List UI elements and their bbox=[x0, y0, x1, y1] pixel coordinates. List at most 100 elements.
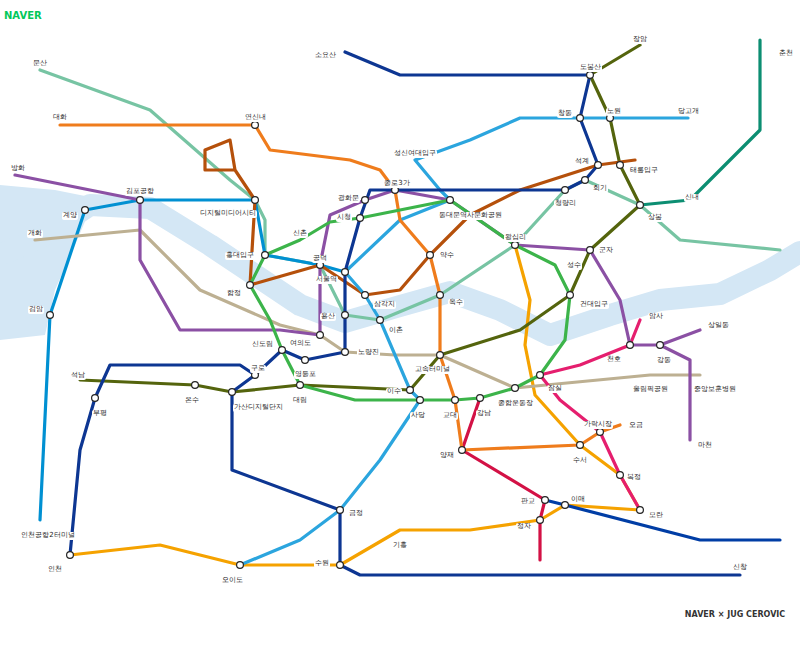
interchange-dot bbox=[537, 372, 544, 379]
station-name: 석계 bbox=[574, 158, 590, 166]
station-name: 창동 bbox=[557, 110, 573, 118]
label-holder: 온수 bbox=[184, 389, 200, 405]
interchange-dot bbox=[562, 502, 569, 509]
station-name: 검암 bbox=[28, 306, 44, 314]
interchange-dot bbox=[337, 507, 344, 514]
interchange-dot bbox=[362, 292, 369, 299]
interchange-dot bbox=[477, 395, 484, 402]
station-name: 삼각지 bbox=[373, 301, 396, 309]
label-holder: 사당 bbox=[410, 404, 426, 420]
station-name: 가산디지털단지 bbox=[233, 404, 284, 412]
label-holder: 석계 bbox=[574, 150, 590, 166]
station-name: 합정 bbox=[226, 290, 242, 298]
interchange-dot bbox=[587, 247, 594, 254]
label-holder: 상일동 bbox=[707, 314, 730, 330]
station-name: 온수 bbox=[184, 397, 200, 405]
label-holder: 태릉입구 bbox=[629, 159, 659, 175]
interchange-dot bbox=[342, 312, 349, 319]
station-name: 신창 bbox=[732, 564, 748, 572]
label-holder: 구로 bbox=[250, 357, 266, 373]
label-holder: 검암 bbox=[28, 298, 44, 314]
label-holder: 종합운동장 bbox=[497, 392, 534, 408]
station-name: 복정 bbox=[626, 474, 642, 482]
interchange-dot bbox=[542, 497, 549, 504]
label-holder: 성신여대입구 bbox=[393, 142, 437, 158]
label-holder: 계양 bbox=[62, 204, 78, 220]
station-name: 신도림 bbox=[251, 341, 274, 349]
label-holder: 이수 bbox=[386, 380, 402, 396]
label-holder: 왕십리 bbox=[504, 226, 527, 242]
station-name: 김포공항 bbox=[125, 188, 155, 196]
station-name: 당고개 bbox=[677, 108, 700, 116]
interchange-dot bbox=[357, 215, 364, 222]
label-holder: 판교 bbox=[520, 490, 536, 506]
interchange-dot bbox=[377, 317, 384, 324]
interchange-dot bbox=[597, 429, 604, 436]
metro-line bbox=[540, 320, 640, 510]
station-name: 수서 bbox=[572, 457, 588, 465]
label-holder: 신창 bbox=[732, 556, 748, 572]
station-name: 종로3가 bbox=[383, 180, 410, 188]
interchange-dot bbox=[229, 389, 236, 396]
interchange-dot bbox=[437, 292, 444, 299]
label-holder: 합정 bbox=[226, 282, 242, 298]
interchange-dot bbox=[577, 115, 584, 122]
interchange-dot bbox=[567, 292, 574, 299]
station-name: 부평 bbox=[92, 410, 108, 418]
han-river bbox=[0, 205, 800, 335]
label-holder: 대림 bbox=[292, 389, 308, 405]
station-name: 동대문역사문화공원 bbox=[438, 212, 503, 220]
interchange-dot bbox=[47, 312, 54, 319]
station-name: 교대 bbox=[442, 412, 458, 420]
interchange-dot bbox=[617, 472, 624, 479]
label-holder: 금정 bbox=[348, 502, 364, 518]
interchange-dot bbox=[512, 242, 519, 249]
label-holder: 신내 bbox=[684, 186, 700, 202]
station-name: 대화 bbox=[52, 114, 68, 122]
label-holder: 이촌 bbox=[388, 319, 404, 335]
interchange-dot bbox=[417, 397, 424, 404]
station-name: 문산 bbox=[32, 60, 48, 68]
interchange-dot bbox=[342, 349, 349, 356]
station-name: 구로 bbox=[250, 365, 266, 373]
label-holder: 군자 bbox=[598, 239, 614, 255]
interchange-dot bbox=[337, 562, 344, 569]
interchange-dot bbox=[92, 395, 99, 402]
label-holder: 방화 bbox=[10, 157, 26, 173]
interchange-dot bbox=[192, 382, 199, 389]
interchange-dot bbox=[67, 552, 74, 559]
station-name: 암사 bbox=[648, 313, 664, 321]
label-holder: 신도림 bbox=[251, 333, 274, 349]
station-name: 성수 bbox=[566, 262, 582, 270]
station-name: 상일동 bbox=[707, 322, 730, 330]
label-holder: 노원 bbox=[606, 100, 622, 116]
interchange-dot bbox=[512, 385, 519, 392]
station-name: 춘천 bbox=[778, 50, 794, 58]
label-holder: 석남 bbox=[70, 364, 86, 380]
station-name: 수원 bbox=[314, 560, 330, 568]
label-holder: 강남 bbox=[476, 402, 492, 418]
station-name: 연신내 bbox=[244, 114, 267, 122]
label-holder: 도봉산 bbox=[579, 56, 602, 72]
station-name: 계양 bbox=[62, 212, 78, 220]
metro-line bbox=[70, 245, 640, 565]
station-name: 군자 bbox=[598, 247, 614, 255]
interchange-dot bbox=[237, 562, 244, 569]
label-holder: 교대 bbox=[442, 404, 458, 420]
label-holder: 모란 bbox=[648, 504, 664, 520]
station-name: 마천 bbox=[697, 442, 713, 450]
interchange-dot bbox=[637, 507, 644, 514]
station-name: 대림 bbox=[292, 397, 308, 405]
label-holder: 소요산 bbox=[314, 44, 337, 60]
label-holder: 암사 bbox=[648, 305, 664, 321]
interchange-dot bbox=[587, 72, 594, 79]
label-holder: 인천공항2터미널 bbox=[20, 524, 75, 540]
interchange-dot bbox=[577, 442, 584, 449]
interchange-dot bbox=[657, 342, 664, 349]
label-holder: 창동 bbox=[557, 102, 573, 118]
station-name: 개화 bbox=[27, 230, 43, 238]
label-holder: 노량진 bbox=[357, 341, 380, 357]
station-name: 디지털미디어시티 bbox=[199, 210, 257, 218]
station-name: 방화 bbox=[10, 165, 26, 173]
station-name: 기흥 bbox=[392, 542, 408, 550]
